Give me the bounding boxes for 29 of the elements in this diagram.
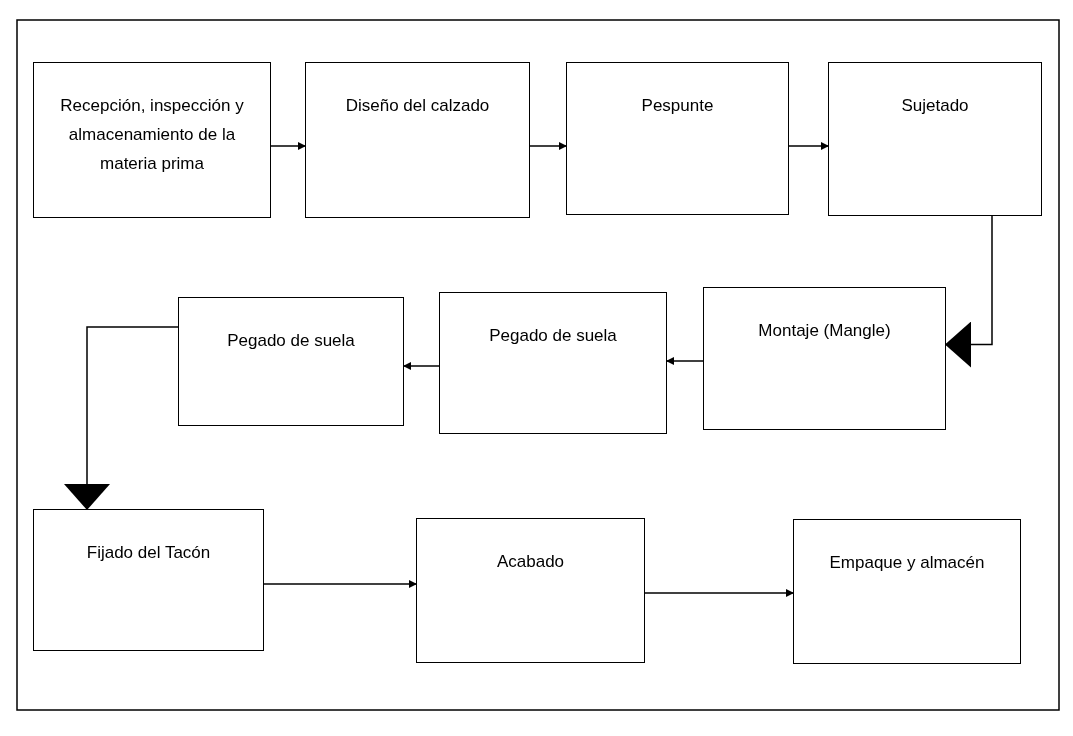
arrow	[666, 357, 704, 365]
step-label: Pespunte	[641, 95, 714, 117]
arrow	[263, 580, 417, 588]
process-box	[793, 519, 1021, 664]
arrow	[945, 215, 993, 368]
process-box	[33, 509, 264, 651]
arrow	[788, 142, 829, 150]
step-label: Montaje (Mangle)	[758, 320, 891, 342]
process-box	[703, 287, 946, 430]
arrow	[270, 142, 306, 150]
step-label: Pegado de suela	[227, 330, 355, 352]
process-box	[566, 62, 789, 215]
step-label: Recepción, inspección y almacenamiento de la materia prima	[59, 95, 245, 175]
process-box	[178, 297, 404, 426]
step-label: Empaque y almacén	[829, 552, 985, 574]
step-label: Diseño del calzado	[345, 95, 490, 117]
step-label: Fijado del Tacón	[86, 542, 211, 564]
arrow	[64, 326, 179, 510]
arrow	[403, 362, 440, 370]
process-box	[828, 62, 1042, 216]
step-label: Pegado de suela	[489, 325, 617, 347]
process-box	[305, 62, 530, 218]
arrow	[529, 142, 567, 150]
process-box	[439, 292, 667, 434]
step-label: Acabado	[496, 551, 565, 573]
process-box	[33, 62, 271, 218]
arrow	[644, 589, 794, 597]
step-label: Sujetado	[901, 95, 969, 117]
process-box	[416, 518, 645, 663]
